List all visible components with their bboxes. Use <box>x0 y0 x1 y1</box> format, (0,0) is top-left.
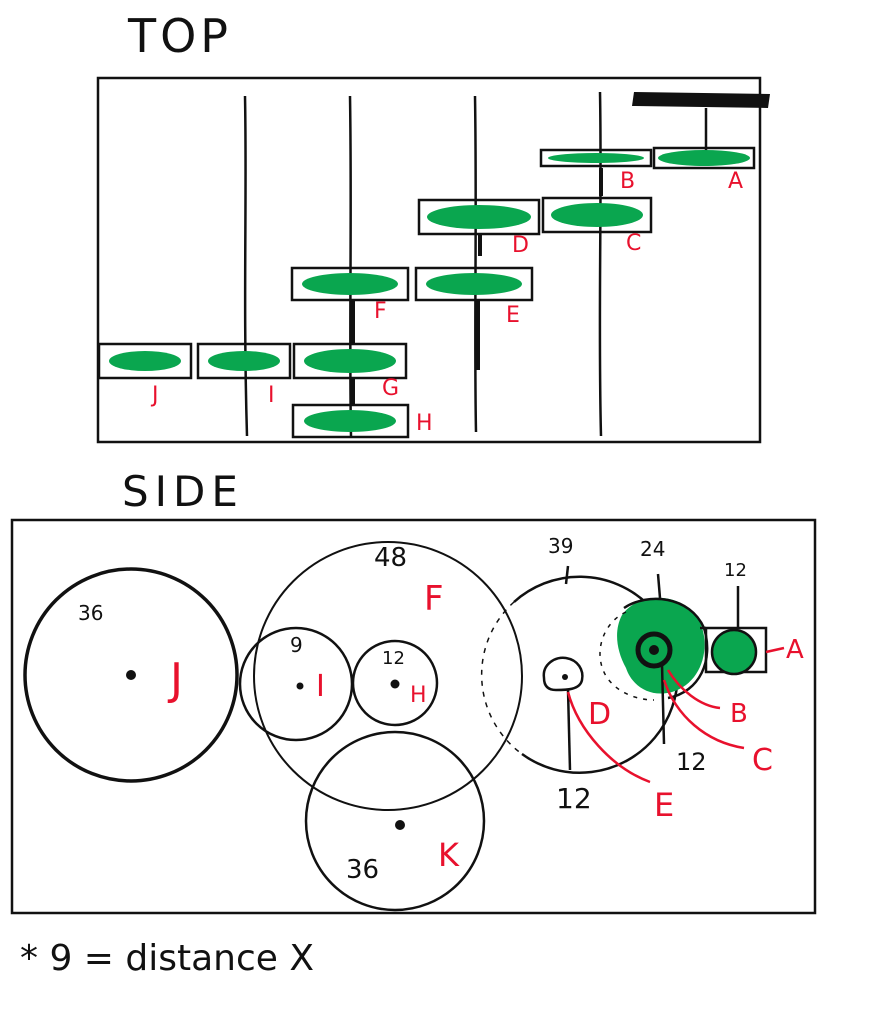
fill-A <box>658 150 750 166</box>
teeth-K: 36 <box>346 855 379 885</box>
top-gear-J <box>97 342 193 380</box>
top-gear-F <box>290 266 410 302</box>
fill-J <box>109 351 181 371</box>
fill-G <box>304 349 396 373</box>
top-label-H: H <box>416 411 433 436</box>
top-view-frame <box>96 76 762 444</box>
teeth-D: 39 <box>548 534 573 558</box>
fill-I <box>208 351 280 371</box>
fill-E <box>426 273 522 295</box>
shaft-line-3 <box>473 95 478 433</box>
pointer-C <box>662 679 745 750</box>
top-shaft-segments <box>351 168 603 404</box>
top-label-D: D <box>512 233 529 258</box>
hub-E <box>562 674 568 680</box>
leader-12-E <box>566 689 572 771</box>
top-label-C: C <box>626 231 641 256</box>
side-gear-labels: J I H F K D E C B A <box>167 579 804 874</box>
side-gear-B-hub <box>649 645 659 655</box>
top-view-labels: A B C D E F G H I J <box>150 169 743 436</box>
side-hubs <box>126 670 568 830</box>
teeth-I: 9 <box>290 633 303 657</box>
hub-I <box>296 682 304 690</box>
side-label-I: I <box>316 669 325 704</box>
leader-39 <box>564 565 570 585</box>
leader-12-B <box>660 663 666 745</box>
top-gears <box>97 146 756 439</box>
top-label-G: G <box>382 376 399 401</box>
side-gear-J <box>23 567 239 783</box>
top-gear-D <box>417 198 541 236</box>
side-gear-A <box>710 628 758 676</box>
shaft-line-4 <box>598 91 603 437</box>
side-gear-C-hidden <box>599 611 655 701</box>
top-gear-B <box>539 148 653 168</box>
side-gear-C-fill <box>617 597 705 694</box>
teeth-F: 48 <box>374 543 407 573</box>
footnote: * 9 = distance X <box>20 938 314 979</box>
leader-24 <box>656 573 662 599</box>
side-label-J: J <box>167 654 183 705</box>
top-shafts <box>243 91 708 437</box>
top-gear-H <box>291 403 410 439</box>
shaft-line-1 <box>243 95 249 437</box>
fill-B <box>548 153 644 163</box>
top-gear-fills <box>109 150 750 432</box>
top-gear-A <box>652 146 756 170</box>
fill-H <box>304 410 396 432</box>
side-gear-B <box>635 631 673 669</box>
side-red-pointers <box>566 646 785 784</box>
side-gear-K <box>304 730 486 912</box>
pointer-A <box>765 646 785 654</box>
side-label-F: F <box>424 579 444 619</box>
pointer-B <box>666 669 721 710</box>
teeth-B: 12 <box>676 748 707 776</box>
side-view-frame <box>10 518 817 915</box>
top-gear-I <box>196 342 292 380</box>
teeth-J: 36 <box>78 601 103 625</box>
side-gear-D-hidden <box>480 601 523 755</box>
teeth-H: 12 <box>382 648 405 669</box>
side-gears <box>23 541 679 912</box>
pointer-E <box>566 691 651 784</box>
side-label-H: H <box>410 683 427 708</box>
fill-D <box>427 205 531 229</box>
top-gear-E <box>414 266 534 302</box>
side-label-K: K <box>438 836 460 874</box>
side-label-E: E <box>654 786 674 824</box>
side-view-title: SIDE <box>122 467 244 516</box>
teeth-E: 12 <box>556 782 592 815</box>
top-label-A: A <box>728 169 743 194</box>
side-teeth-numbers: 36 9 12 48 36 39 12 24 12 12 <box>78 534 747 885</box>
hub-H <box>390 679 400 689</box>
top-label-B: B <box>620 169 635 194</box>
side-label-C: C <box>752 743 773 778</box>
top-label-F: F <box>374 299 387 324</box>
hub-J <box>126 670 136 680</box>
motor-bar <box>632 92 770 108</box>
side-gear-H <box>351 639 439 727</box>
top-label-J: J <box>150 383 159 408</box>
side-label-B: B <box>730 699 748 729</box>
hub-K <box>395 820 405 830</box>
shaft-line-2 <box>348 95 353 437</box>
fill-F <box>302 273 398 295</box>
teeth-A: 12 <box>724 560 747 581</box>
side-gear-F <box>253 541 523 811</box>
side-label-D: D <box>588 697 611 732</box>
top-gear-C <box>541 196 653 234</box>
fill-C <box>551 203 643 227</box>
side-label-A: A <box>786 635 804 665</box>
top-label-I: I <box>268 383 275 408</box>
side-gear-E <box>542 656 584 692</box>
side-leader-lines <box>564 565 740 771</box>
teeth-C: 24 <box>640 537 665 561</box>
top-label-E: E <box>506 303 520 328</box>
top-gear-G <box>292 342 408 380</box>
top-view-title: TOP <box>127 9 232 63</box>
